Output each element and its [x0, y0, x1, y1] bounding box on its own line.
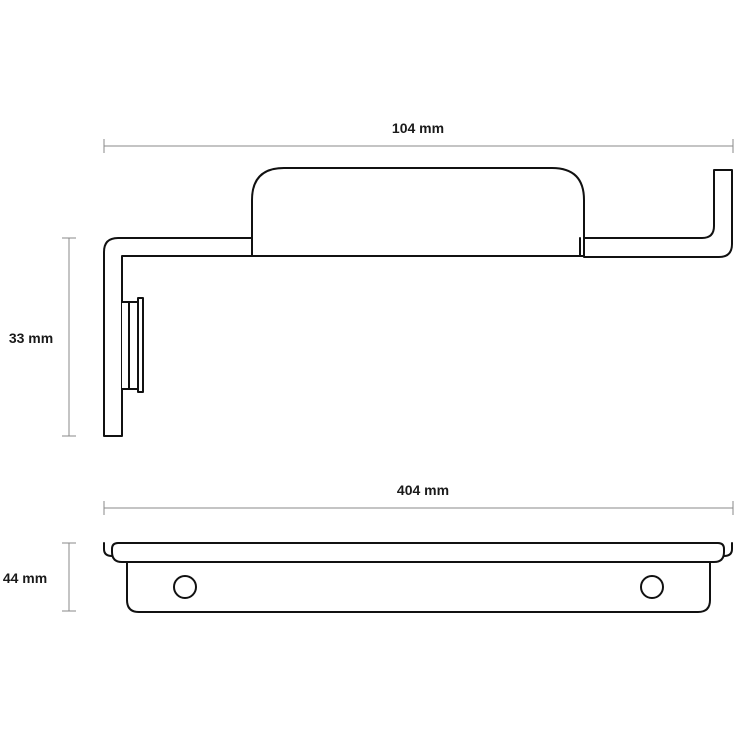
- left-hook: [103, 542, 113, 557]
- top-width-label: 104 mm: [392, 120, 444, 136]
- right-hook: [723, 542, 733, 557]
- front-top-rail: [111, 542, 725, 563]
- front-view: [103, 542, 733, 613]
- front-body: [126, 561, 711, 613]
- bottom-width-dimension: 404 mm: [103, 482, 734, 515]
- side-height-dimension: 33 mm: [9, 237, 76, 437]
- mounting-hole-right: [640, 575, 664, 599]
- mounting-hole-left: [173, 575, 197, 599]
- top-width-dimension: 104 mm: [103, 120, 734, 153]
- bottom-height-label: 44 mm: [3, 570, 47, 586]
- side-height-label: 33 mm: [9, 330, 53, 346]
- bottom-width-label: 404 mm: [397, 482, 449, 498]
- mount-block: [121, 297, 144, 393]
- bracket-arm-right: [583, 169, 733, 258]
- top-housing: [251, 167, 585, 257]
- side-view: [103, 167, 733, 437]
- bracket-profile: [103, 237, 253, 437]
- bottom-height-dimension: 44 mm: [3, 542, 76, 612]
